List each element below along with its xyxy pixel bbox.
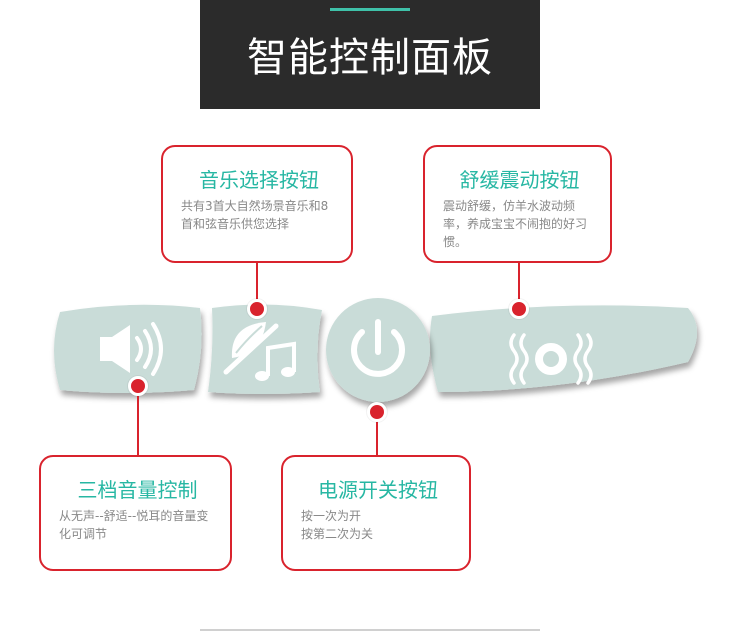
callout-description: 震动舒缓，仿羊水波动频率，养成宝宝不闹抱的好习惯。: [443, 199, 588, 249]
page-title: 智能控制面板: [247, 35, 493, 81]
callout-title: 电源开关按钮: [318, 478, 438, 502]
callout-description: 从无声--舒适--悦耳的音量变化可调节: [59, 509, 209, 541]
volume-connector-dot: [128, 376, 148, 396]
header-banner: 智能控制面板: [200, 0, 540, 109]
callout-description-line1: 按一次为开: [301, 509, 362, 523]
callout-title: 音乐选择按钮: [199, 168, 319, 192]
vibration-connector-dot: [509, 299, 529, 319]
callout-volume: 三档音量控制 从无声--舒适--悦耳的音量变化可调节: [39, 455, 232, 571]
header-accent-bar: [330, 8, 410, 11]
callout-power: 电源开关按钮 按一次为开 按第二次为关: [281, 455, 471, 571]
vibration-button[interactable]: [430, 305, 697, 392]
callout-title: 三档音量控制: [77, 478, 198, 502]
power-connector-dot: [367, 402, 387, 422]
bottom-divider: [200, 629, 540, 631]
vibration-connector-line: [518, 263, 520, 303]
music-select-button[interactable]: [208, 304, 322, 394]
music-connector-line: [256, 263, 258, 303]
callout-vibration: 舒缓震动按钮 震动舒缓，仿羊水波动频率，养成宝宝不闹抱的好习惯。: [423, 145, 612, 263]
callout-music-select: 音乐选择按钮 共有3首大自然场景音乐和8首和弦音乐供您选择: [161, 145, 353, 263]
music-connector-dot: [247, 299, 267, 319]
callout-title: 舒缓震动按钮: [459, 168, 580, 192]
volume-button[interactable]: [54, 304, 202, 393]
volume-connector-line: [137, 392, 139, 456]
power-connector-line: [376, 420, 378, 456]
callout-description: 共有3首大自然场景音乐和8首和弦音乐供您选择: [181, 199, 329, 231]
power-button[interactable]: [326, 298, 430, 402]
callout-description-line2: 按第二次为关: [301, 527, 374, 541]
